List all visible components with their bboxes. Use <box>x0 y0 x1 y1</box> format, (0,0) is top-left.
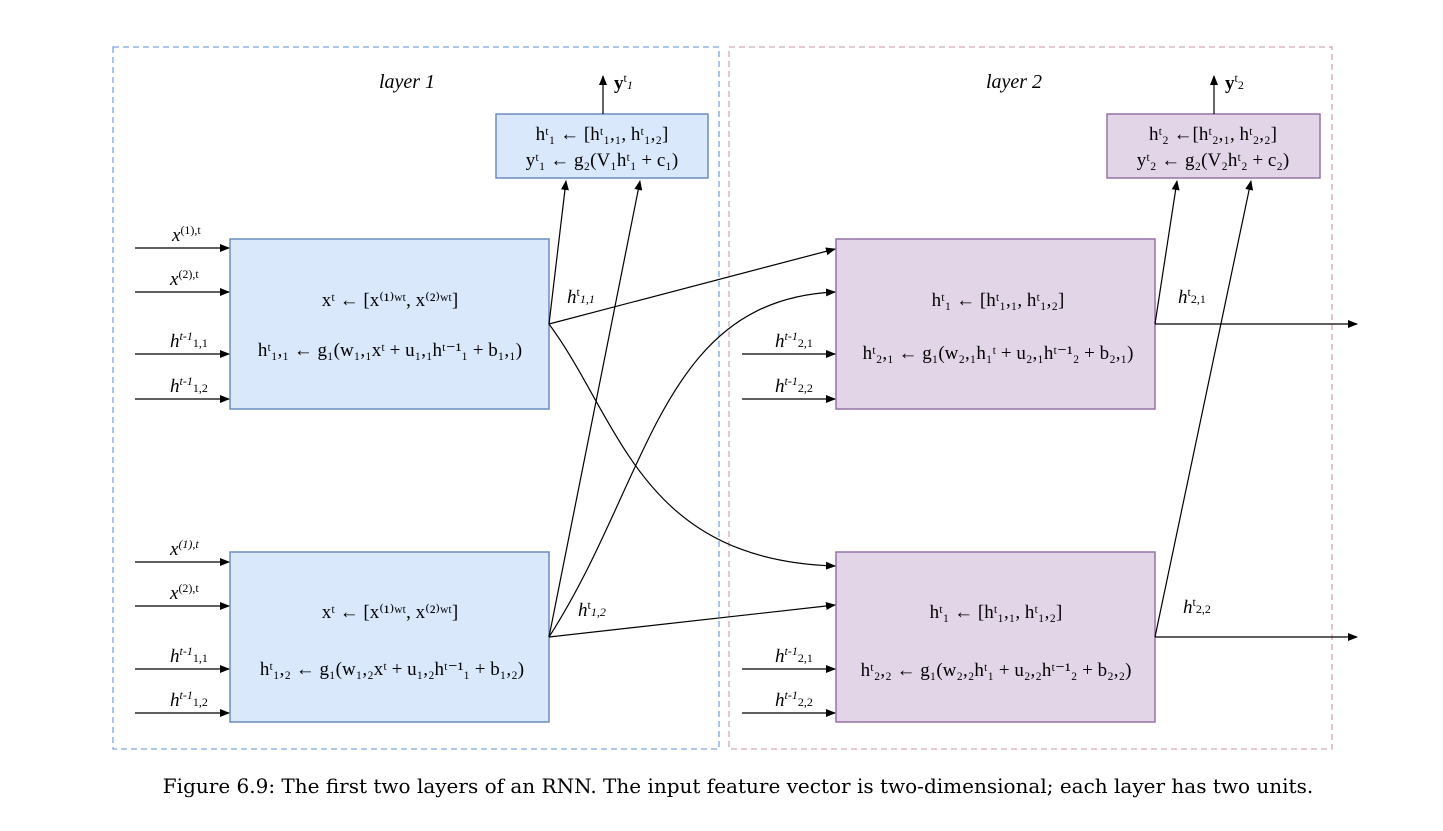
unit-box-1-1 <box>229 238 550 410</box>
output-box-layer-1 <box>495 113 709 179</box>
unit-1-1-line2: hᵗ₁,₁ ← g₁(w₁,₁xᵗ + u₁,₁hᵗ⁻¹₁ + b₁,₁) <box>258 340 522 361</box>
svg-text:ht-11,2: ht-11,2 <box>170 688 208 711</box>
unit-box-1-2 <box>229 551 550 723</box>
svg-text:ht-11,2: ht-11,2 <box>170 374 208 397</box>
svg-text:x(2),t: x(2),t <box>169 581 199 604</box>
unit-1-2-line1: xᵗ ← [x⁽¹⁾ʷᵗ, x⁽²⁾ʷᵗ] <box>322 602 458 623</box>
layer-2-title: layer 2 <box>986 71 1042 93</box>
connections-unit-2-1 <box>1154 180 1358 328</box>
unit-1-2-line2: hᵗ₁,₂ ← g₁(w₁,₂xᵗ + u₁,₂hᵗ⁻¹₁ + b₁,₂) <box>260 659 524 680</box>
svg-text:ht-12,1: ht-12,1 <box>775 329 813 352</box>
unit-1-1-line1: xᵗ ← [x⁽¹⁾ʷᵗ, x⁽²⁾ʷᵗ] <box>322 290 458 311</box>
inputs-unit-2-2: ht-12,1 ht-12,2 <box>742 644 836 717</box>
svg-text:x(1),t: x(1),t <box>169 537 199 560</box>
inputs-unit-2-1: ht-12,1 ht-12,2 <box>742 329 836 403</box>
unit-box-2-2 <box>835 551 1156 723</box>
output-label-y1: yt1 <box>614 71 633 94</box>
unit-2-1-line1: hᵗ₁ ← [hᵗ₁,₁, hᵗ₁,₂] <box>932 290 1065 311</box>
output-box-1-line1: hᵗ₁ ← [hᵗ₁,₁, hᵗ₁,₂] <box>536 124 669 145</box>
output-box-layer-2 <box>1106 113 1321 179</box>
label-h-2-1: ht2,1 <box>1178 285 1206 308</box>
connections-unit-1-2 <box>548 180 836 638</box>
svg-text:ht-12,2: ht-12,2 <box>775 374 813 397</box>
label-h-2-2: ht2,2 <box>1183 595 1211 618</box>
unit-2-1-line2: hᵗ₂,₁ ← g₁(w₂,₁h₁ᵗ + u₂,₁hᵗ⁻¹₂ + b₂,₁) <box>863 343 1134 364</box>
unit-box-2-1 <box>835 238 1156 410</box>
svg-text:ht-11,1: ht-11,1 <box>170 329 208 352</box>
output-box-2-line1: hᵗ₂ ←[hᵗ₂,₁, hᵗ₂,₂] <box>1149 124 1277 145</box>
layer-1-region <box>112 46 720 750</box>
svg-text:x(2),t: x(2),t <box>169 267 199 290</box>
inputs-unit-1-1: x(1),t x(2),t ht-11,1 ht-11,2 <box>135 223 230 403</box>
connections-unit-1-1 <box>548 180 836 570</box>
label-h-1-2: ht1,2 <box>578 598 606 621</box>
svg-text:ht-11,1: ht-11,1 <box>170 644 208 667</box>
layer-1-title: layer 1 <box>379 71 435 93</box>
svg-text:ht-12,1: ht-12,1 <box>775 644 813 667</box>
output-box-2-line2: yᵗ₂ ← g₂(V₂hᵗ₂ + c₂) <box>1137 150 1289 171</box>
unit-2-2-line2: hᵗ₂,₂ ← g₁(w₂,₂hᵗ₁ + u₂,₂hᵗ⁻¹₂ + b₂,₂) <box>861 660 1132 681</box>
unit-2-2-line1: hᵗ₁ ← [hᵗ₁,₁, hᵗ₁,₂] <box>930 602 1063 623</box>
output-box-1-line2: yᵗ₁ ← g₂(V₁hᵗ₁ + c₁) <box>526 150 678 171</box>
inputs-unit-1-2: x(1),t x(2),t ht-11,1 ht-11,2 <box>135 537 230 717</box>
figure-caption: Figure 6.9: The first two layers of an R… <box>163 774 1313 798</box>
connections-unit-2-2 <box>1154 180 1358 641</box>
layer-2-region <box>728 46 1333 750</box>
svg-text:x(1),t: x(1),t <box>171 223 201 246</box>
svg-text:ht-12,2: ht-12,2 <box>775 688 813 711</box>
label-h-1-1: ht1,1 <box>567 285 595 308</box>
output-label-y2: yt2 <box>1225 71 1244 94</box>
